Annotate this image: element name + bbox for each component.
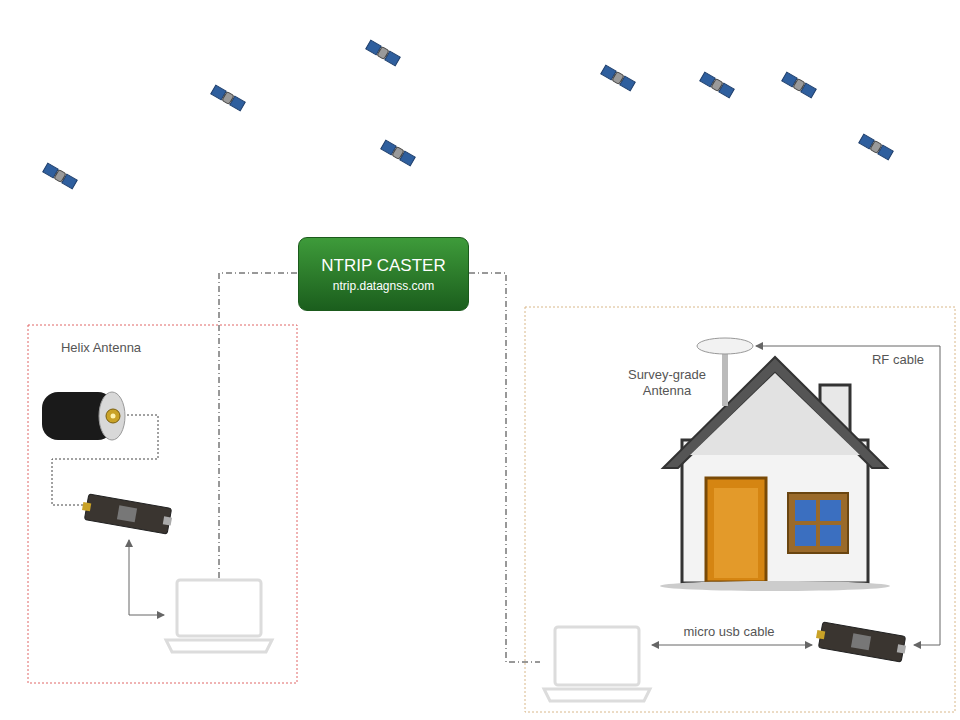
node-subtitle: ntrip.datagnss.com [333, 279, 434, 293]
ntrip-link [219, 273, 298, 578]
laptop-icon [166, 580, 272, 652]
gnss-board [814, 621, 907, 662]
satellite-icon [43, 163, 77, 189]
cable-label: RF cable [858, 352, 938, 368]
rf-cable-line [756, 346, 940, 645]
satellite-icon [859, 134, 893, 160]
laptop-icon [544, 627, 650, 701]
part-label: Survey-grade Antenna [612, 367, 722, 399]
base-region [525, 307, 955, 712]
gnss-board [80, 493, 173, 534]
house-illustration [660, 357, 890, 591]
cable-label: micro usb cable [669, 624, 789, 640]
satellite-icon [211, 85, 245, 111]
caster-box: NTRIP CASTER ntrip.datagnss.com [298, 237, 469, 311]
helix-antenna [42, 392, 125, 440]
satellite-icon [601, 65, 635, 91]
node-title: NTRIP CASTER [321, 256, 445, 276]
part-label: Helix Antenna [56, 340, 146, 356]
ntrip-link [469, 273, 540, 662]
antenna-cable [52, 415, 158, 505]
usb-link [129, 540, 164, 615]
satellite-icon [381, 140, 415, 166]
satellite-icon [366, 40, 400, 66]
rover-region [28, 325, 297, 683]
usb-link [652, 645, 812, 646]
satellite-icon [782, 72, 816, 98]
satellite-icon [700, 72, 734, 98]
